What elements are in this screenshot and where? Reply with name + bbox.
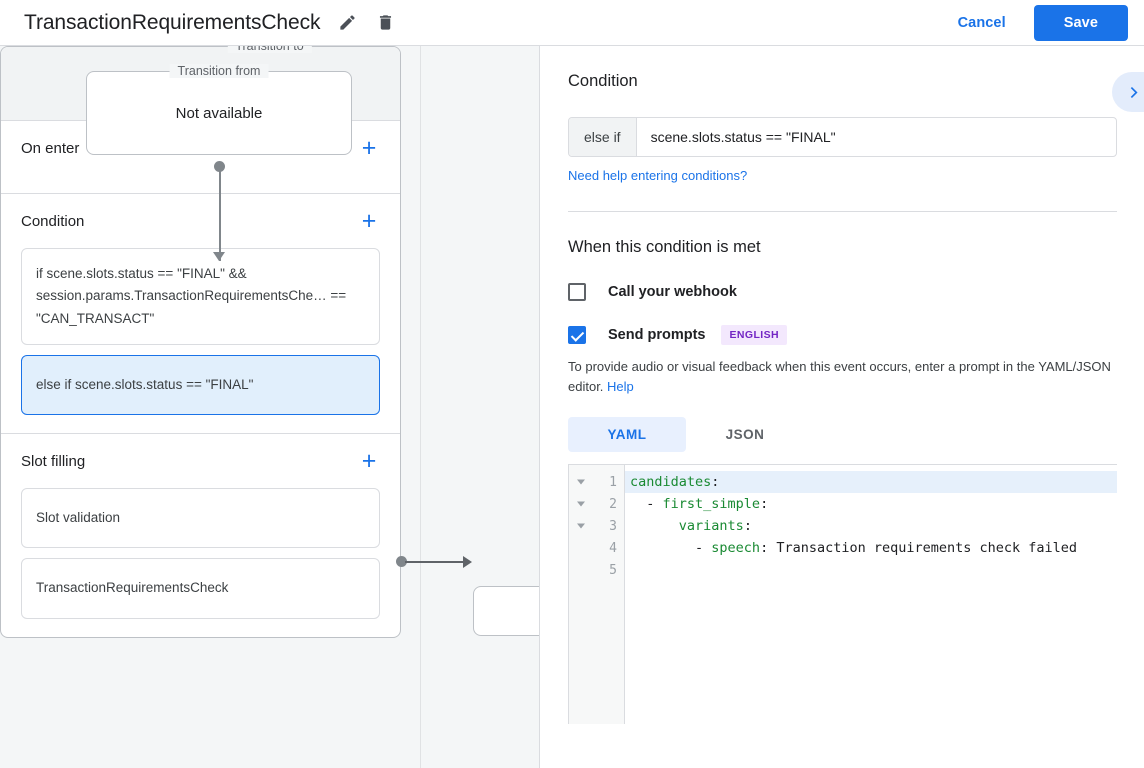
save-button[interactable]: Save — [1033, 4, 1128, 41]
code-key-token: candidates — [630, 474, 712, 491]
webhook-checkbox-label[interactable]: Call your webhook — [608, 284, 737, 300]
code-text-token: : Transaction requirements check failed — [760, 540, 1078, 557]
add-condition-button[interactable]: + — [361, 206, 377, 235]
editor-line-number: 3 — [609, 518, 617, 534]
section-on-enter: On enter + — [1, 121, 400, 194]
editor-line-number: 1 — [609, 474, 617, 490]
condition-expression-input[interactable] — [636, 118, 1116, 156]
connector-line-vertical — [219, 166, 221, 261]
editor-code-line[interactable]: candidates: — [625, 471, 1117, 494]
editor-code-line[interactable] — [625, 559, 1117, 581]
code-key-token: variants — [678, 518, 744, 535]
language-badge: ENGLISH — [721, 325, 787, 345]
chevron-right-icon[interactable] — [1112, 72, 1144, 112]
condition-chip-else-if[interactable]: else if scene.slots.status == "FINAL" — [21, 354, 380, 416]
send-prompts-checkbox-label[interactable]: Send prompts — [608, 327, 706, 343]
condition-help-link[interactable]: Need help entering conditions? — [568, 168, 748, 183]
editor-code-line[interactable]: - speech: Transaction requirements check… — [625, 537, 1117, 559]
transition-from-node[interactable]: Transition from Not available — [86, 64, 352, 155]
send-prompts-description: To provide audio or visual feedback when… — [568, 357, 1117, 397]
panel-condition-section: Condition else if Need help entering con… — [541, 46, 1144, 212]
editor-gutter-line: 4 — [569, 537, 624, 559]
app-header: TransactionRequirementsCheck Cancel Save — [0, 0, 1144, 46]
add-on-enter-button[interactable]: + — [361, 133, 377, 162]
trash-icon[interactable] — [374, 12, 396, 34]
target-node-clipped[interactable] — [473, 586, 539, 636]
fold-triangle-icon[interactable] — [577, 501, 585, 507]
connector-arrow-right — [463, 556, 472, 568]
editor-code-line[interactable]: variants: — [625, 515, 1117, 537]
flow-canvas[interactable]: Transition from Not available Transition… — [0, 46, 540, 768]
slot-filling-chip-check[interactable]: TransactionRequirementsCheck — [21, 558, 380, 619]
webhook-checkbox-row[interactable]: Call your webhook — [568, 283, 1117, 301]
connector-line-horizontal — [405, 561, 465, 563]
code-text-token: - — [630, 496, 663, 513]
code-key-token: speech — [711, 540, 761, 557]
code-text-token: : — [760, 496, 769, 513]
editor-line-number: 2 — [609, 496, 617, 512]
transition-from-legend: Transition from — [169, 64, 269, 78]
panel-when-met-section: When this condition is met Call your web… — [541, 212, 1144, 725]
editor-code-area[interactable]: candidates: - first_simple: variants: - … — [625, 465, 1117, 724]
slot-filling-chip-validation[interactable]: Slot validation — [21, 488, 380, 549]
editor-gutter-line: 3 — [569, 515, 624, 537]
yaml-editor[interactable]: 1 2 3 4 5 candidates: - first_simple: varian… — [568, 464, 1117, 725]
editor-gutter-line: 1 — [569, 471, 624, 493]
tab-yaml[interactable]: YAML — [568, 417, 686, 453]
transition-from-text: Not available — [175, 104, 263, 122]
editor-gutter[interactable]: 1 2 3 4 5 — [569, 465, 625, 725]
connector-arrow-down — [213, 252, 225, 261]
panel-divider — [568, 211, 1117, 212]
webhook-checkbox[interactable] — [568, 283, 586, 301]
editor-gutter-line: 5 — [569, 559, 624, 581]
when-met-heading: When this condition is met — [568, 238, 761, 256]
condition-prefix-label: else if — [569, 118, 637, 156]
section-slot-filling-header: Slot filling + — [21, 434, 380, 488]
pencil-icon[interactable] — [336, 12, 358, 34]
section-slot-filling-title: Slot filling — [21, 452, 86, 470]
section-on-enter-title: On enter — [21, 139, 80, 157]
fold-triangle-icon[interactable] — [577, 479, 585, 485]
cancel-button[interactable]: Cancel — [944, 7, 1020, 39]
code-text-token: : — [711, 474, 720, 491]
code-text-token: : — [743, 518, 752, 535]
section-condition-header: Condition + — [21, 194, 380, 248]
panel-condition-heading: Condition — [568, 72, 638, 90]
fold-triangle-icon[interactable] — [577, 523, 585, 529]
section-condition: Condition + if scene.slots.status == "FI… — [1, 194, 400, 435]
editor-gutter-line: 2 — [569, 493, 624, 515]
condition-chip-if[interactable]: if scene.slots.status == "FINAL" && sess… — [21, 248, 380, 345]
send-prompts-help-link[interactable]: Help — [607, 379, 634, 395]
canvas-guide-line — [420, 46, 421, 768]
editor-line-number: 5 — [609, 562, 617, 578]
send-prompts-checkbox[interactable] — [568, 326, 586, 344]
page-title: TransactionRequirementsCheck — [24, 10, 321, 34]
editor-format-tabs: YAML JSON — [568, 417, 1117, 453]
send-prompts-checkbox-row[interactable]: Send prompts ENGLISH — [568, 325, 1117, 345]
code-text-token: - — [630, 540, 712, 557]
connector-dot-outgoing — [396, 556, 407, 567]
add-slot-filling-button[interactable]: + — [361, 446, 377, 475]
section-condition-title: Condition — [21, 212, 85, 230]
editor-code-line[interactable]: - first_simple: — [625, 493, 1117, 515]
tab-json[interactable]: JSON — [725, 427, 765, 443]
editor-line-number: 4 — [609, 540, 617, 556]
code-text-token — [630, 518, 679, 534]
send-prompts-description-text: To provide audio or visual feedback when… — [568, 359, 1111, 395]
section-on-enter-header: On enter + — [21, 121, 380, 175]
details-panel: Condition else if Need help entering con… — [541, 46, 1144, 768]
code-key-token: first_simple — [662, 496, 761, 513]
section-slot-filling: Slot filling + Slot validation Transacti… — [1, 434, 400, 637]
transition-to-legend: Transition to — [227, 46, 312, 53]
condition-input-row[interactable]: else if — [568, 117, 1117, 157]
